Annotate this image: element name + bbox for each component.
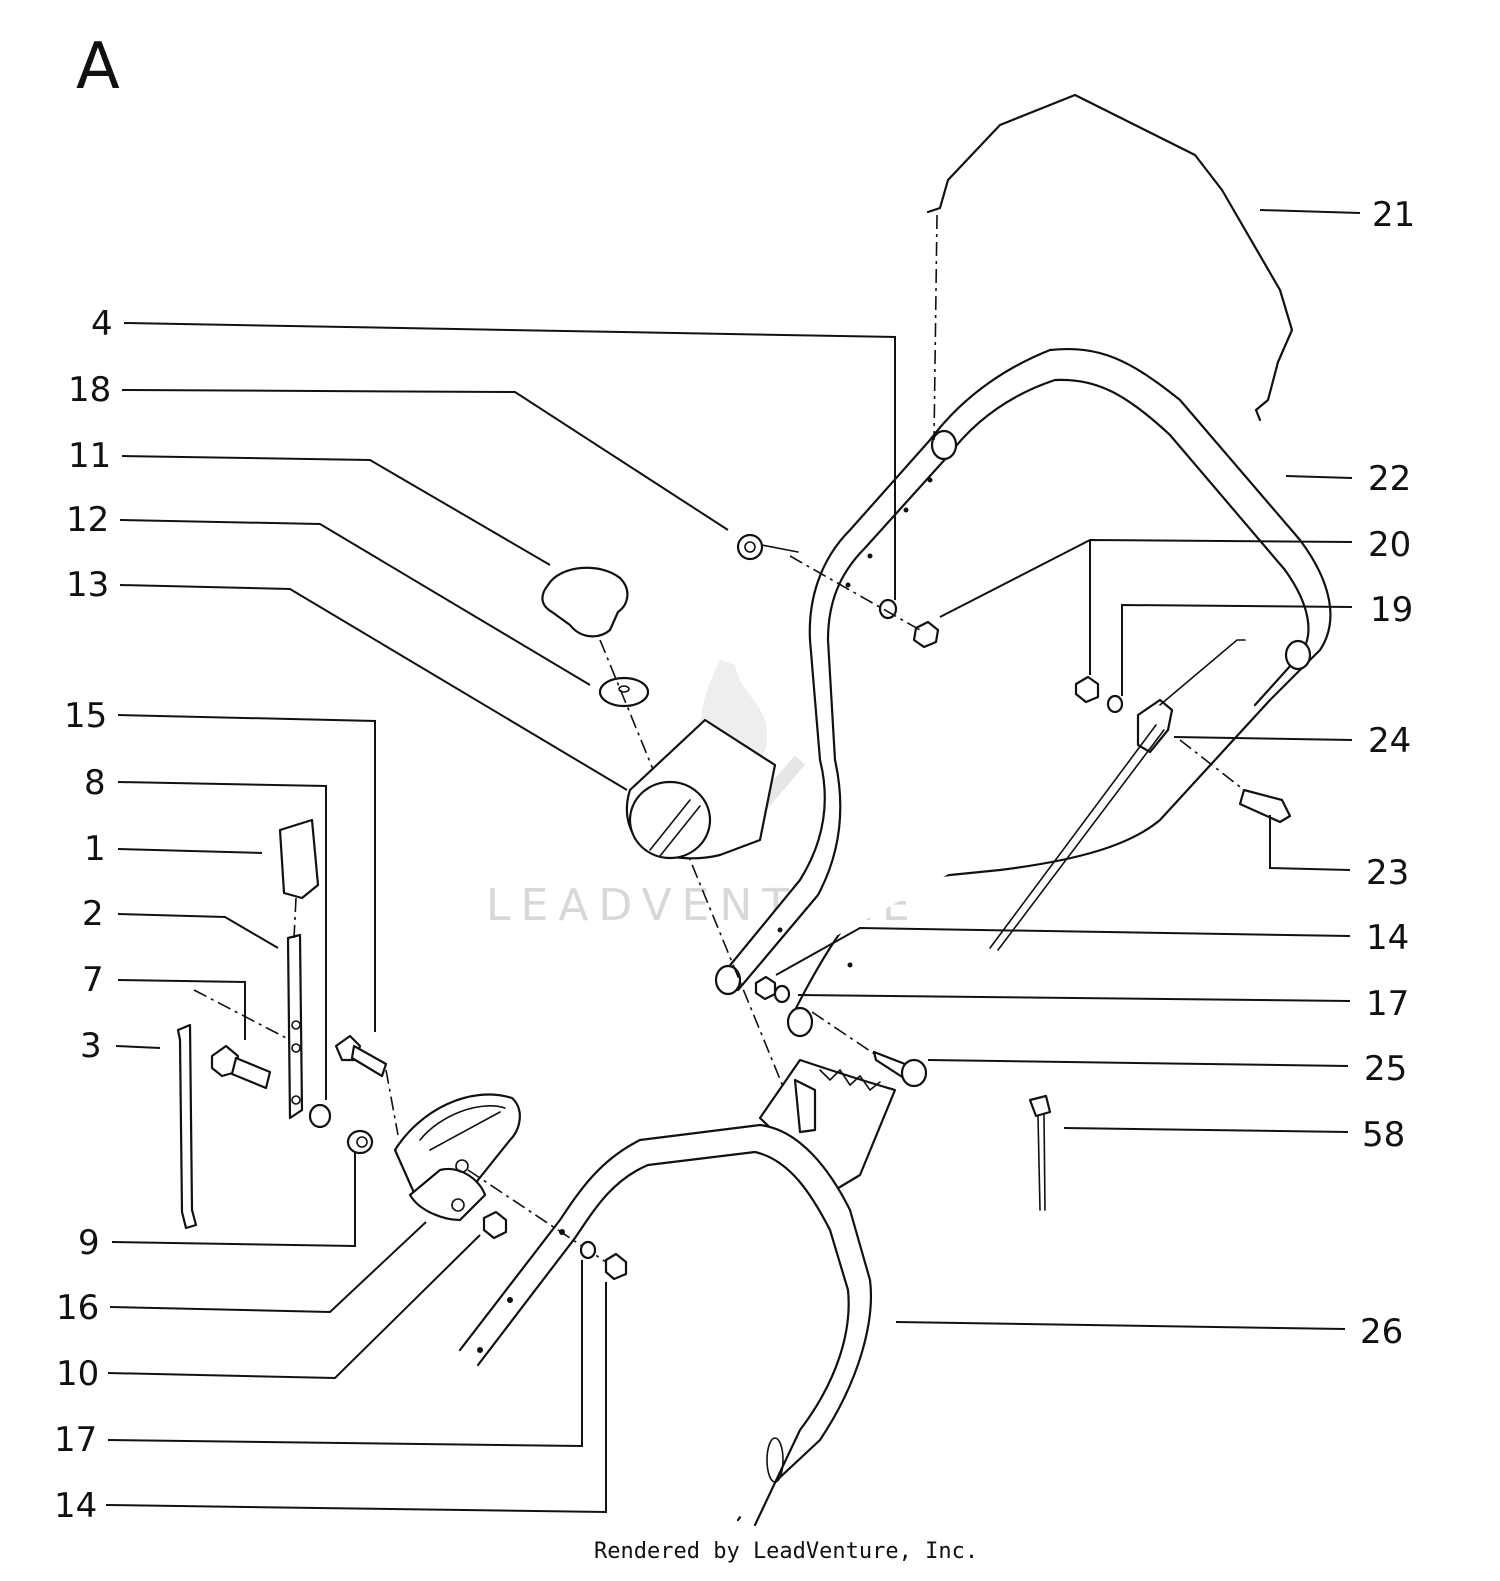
callout-15: 15 <box>64 696 107 736</box>
right-hardware <box>989 639 1292 951</box>
adjustment-plate <box>625 718 777 860</box>
upper-handle <box>714 348 1332 1038</box>
bolt-7 <box>210 1044 272 1090</box>
callout-9: 9 <box>78 1223 100 1263</box>
spacer-9 <box>346 1129 374 1155</box>
eye-bolt <box>736 533 799 561</box>
callout-58: 58 <box>1362 1115 1405 1155</box>
callout-8: 8 <box>84 763 106 803</box>
section-label: A <box>76 30 120 104</box>
centerline-bolt15 <box>385 1069 399 1136</box>
washer-8 <box>308 1103 332 1129</box>
callout-17: 17 <box>1366 984 1409 1024</box>
leader-lines <box>105 209 1361 1514</box>
cable-tie <box>1028 1094 1052 1211</box>
bolt-15 <box>334 1034 388 1078</box>
callout-14: 14 <box>1366 918 1409 958</box>
knob <box>541 566 650 708</box>
bail-wire <box>926 93 1294 422</box>
callout-17-lower: 17 <box>54 1420 97 1460</box>
shift-lever <box>278 818 320 1120</box>
callout-16: 16 <box>56 1288 99 1328</box>
callout-3: 3 <box>80 1026 102 1066</box>
callout-13: 13 <box>66 565 109 605</box>
callout-24: 24 <box>1368 721 1411 761</box>
callout-11: 11 <box>68 436 111 476</box>
callout-21: 21 <box>1372 195 1415 235</box>
centerline-bail <box>933 214 938 441</box>
callout-22: 22 <box>1368 459 1411 499</box>
callouts: 4 18 11 12 13 15 8 1 2 7 3 9 16 10 17 14… <box>54 195 1415 1526</box>
shift-rod <box>176 1023 198 1230</box>
callout-23: 23 <box>1366 853 1409 893</box>
callout-12: 12 <box>66 500 109 540</box>
credit-text: Rendered by LeadVenture, Inc. <box>594 1539 978 1564</box>
callout-25: 25 <box>1364 1049 1407 1089</box>
centerline-eye <box>789 555 921 631</box>
callout-18: 18 <box>68 370 111 410</box>
height-adjust-bracket <box>393 1093 521 1222</box>
bracket-hardware <box>482 1210 628 1281</box>
lower-handle <box>458 1123 873 1527</box>
washer-nut-upper <box>878 598 940 649</box>
centerline-knob <box>599 639 801 1129</box>
callout-4: 4 <box>91 304 113 344</box>
callout-7: 7 <box>82 960 104 1000</box>
callout-26: 26 <box>1360 1312 1403 1352</box>
callout-1: 1 <box>84 829 106 869</box>
callout-19: 19 <box>1370 590 1413 630</box>
callout-2: 2 <box>82 894 104 934</box>
callout-20: 20 <box>1368 525 1411 565</box>
centerline-rod <box>193 989 291 1041</box>
hardware-lower <box>754 975 928 1088</box>
callout-14-lower: 14 <box>54 1486 97 1526</box>
callout-10: 10 <box>56 1354 99 1394</box>
